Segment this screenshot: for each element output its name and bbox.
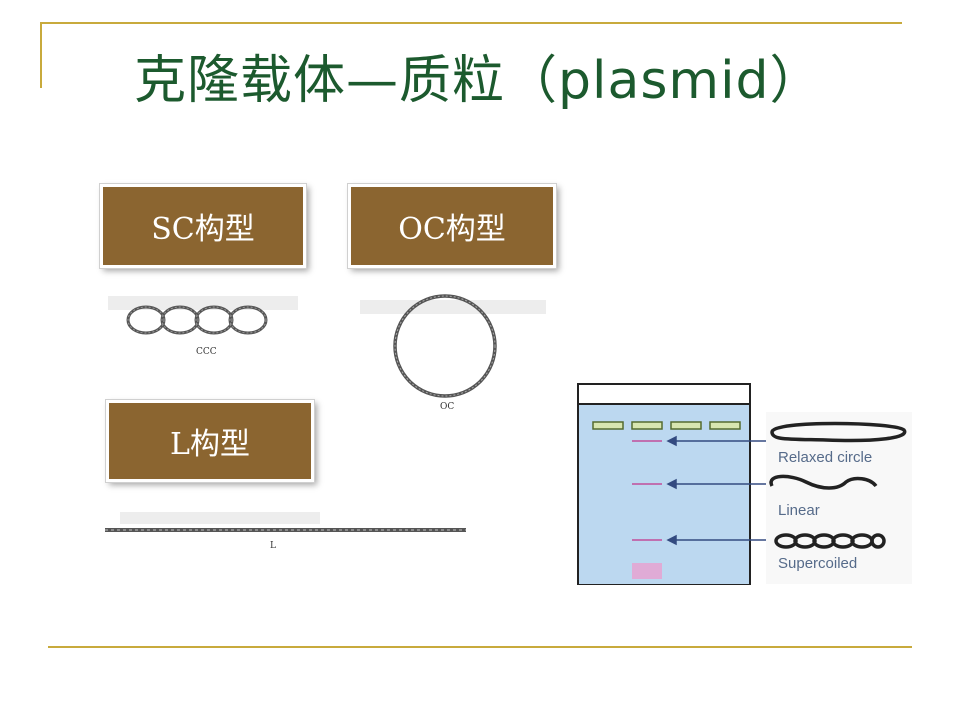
linear-dna-micrograph: L	[100, 508, 475, 556]
oc-caption: OC	[440, 402, 454, 412]
sc-conformation-label: SC构型	[100, 184, 306, 268]
linear-legend: Linear	[778, 502, 820, 519]
relaxed-circle-legend: Relaxed circle	[778, 449, 872, 466]
gel-well	[632, 422, 662, 429]
left-rule	[40, 22, 42, 88]
l-conformation-label: L构型	[106, 400, 314, 482]
gel-body	[579, 404, 749, 584]
supercoiled-dna-micrograph: CCC	[108, 292, 298, 362]
supercoiled-legend: Supercoiled	[778, 555, 857, 572]
gel-well	[671, 422, 701, 429]
gel-well	[593, 422, 623, 429]
open-circular-dna-micrograph: OC	[356, 290, 551, 415]
ccc-caption: CCC	[196, 347, 217, 357]
slide-title: 克隆载体—质粒（plasmid）	[134, 38, 823, 113]
oc-conformation-label: OC构型	[348, 184, 556, 268]
primer-smear	[632, 563, 662, 579]
l-caption: L	[270, 541, 276, 551]
top-rule	[40, 22, 902, 24]
bottom-rule	[48, 646, 912, 648]
gel-well	[710, 422, 740, 429]
gel-electrophoresis-diagram: Relaxed circle Linear Supercoiled	[576, 382, 914, 586]
